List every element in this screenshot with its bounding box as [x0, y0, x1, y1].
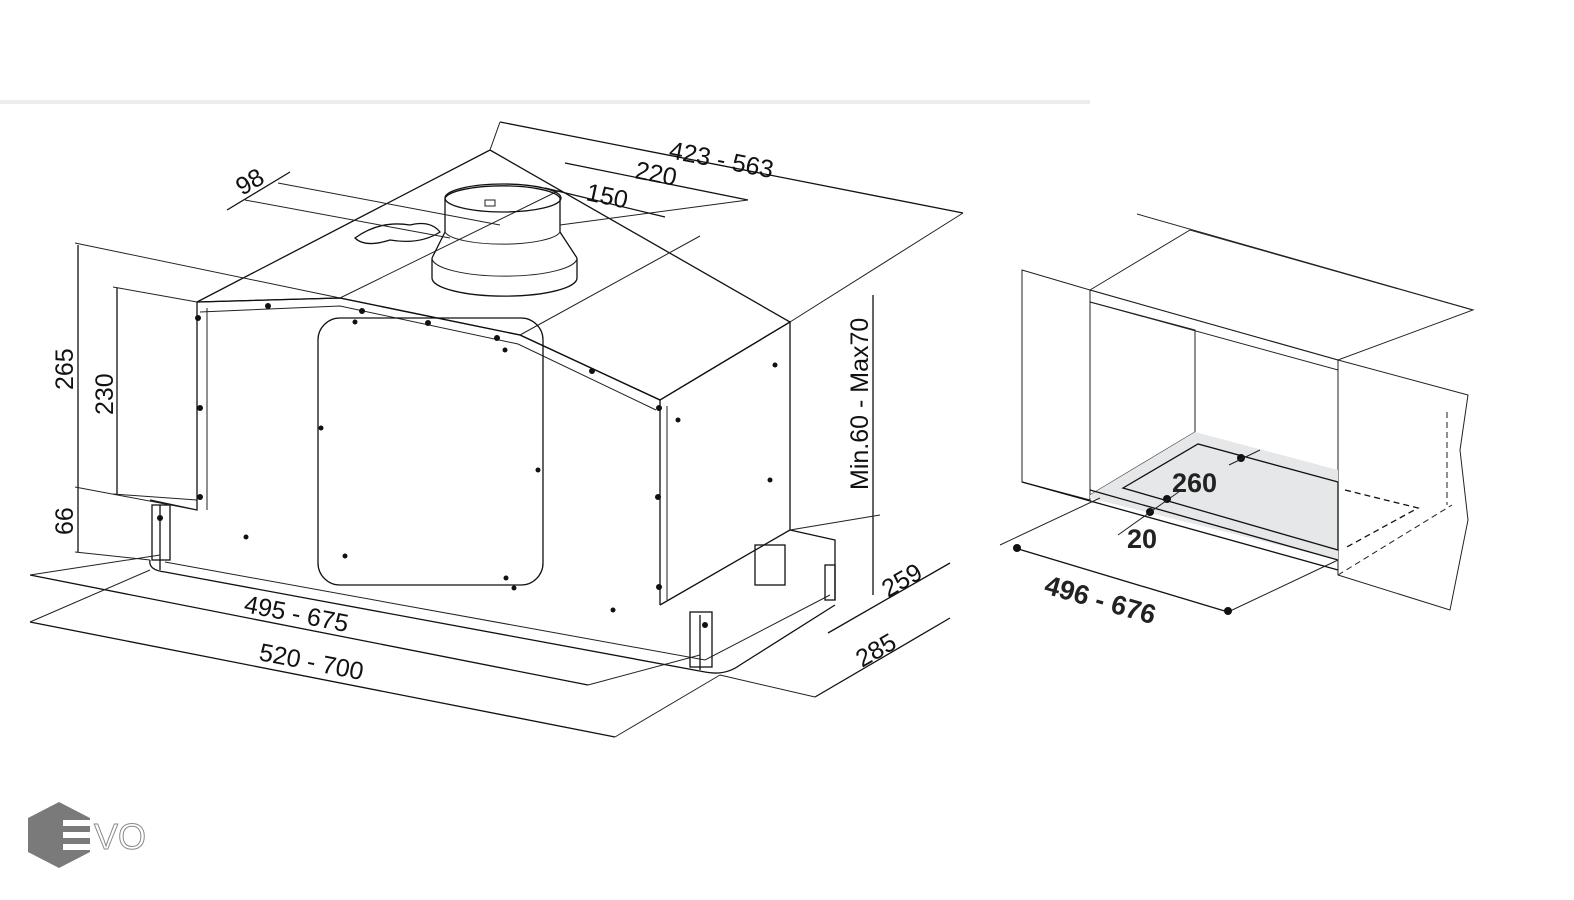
header-divider — [0, 100, 1090, 104]
dim-clearance: Min.60 - Max70 — [846, 318, 874, 490]
dim-depth-inner: 259 — [877, 558, 927, 603]
duct-collar — [431, 183, 578, 297]
dim-duct-offset: 98 — [231, 163, 269, 201]
hood-dimensions: 423 - 563 220 150 98 265 66 230 Min.60 -… — [29, 121, 964, 738]
dim-width-inner: 495 - 675 — [242, 590, 351, 638]
hood-illustration — [149, 149, 836, 674]
dim-duct-diameter: 150 — [584, 178, 631, 214]
evo-logo: VO — [28, 802, 147, 868]
dim-cutout-margin: 20 — [1127, 524, 1157, 554]
dim-height-body: 230 — [91, 373, 119, 415]
dim-width-top: 423 - 563 — [667, 136, 776, 184]
dim-height-base: 66 — [51, 507, 79, 535]
dim-height-total: 265 — [51, 348, 79, 390]
dim-cutout-depth: 260 — [1172, 468, 1217, 498]
svg-text:VO: VO — [94, 816, 146, 857]
cabinet-cutout-illustration — [999, 213, 1475, 615]
dim-width-outer: 520 - 700 — [257, 638, 366, 686]
dim-depth-outer: 285 — [851, 628, 901, 673]
dim-cutout-width: 496 - 676 — [1041, 570, 1159, 630]
